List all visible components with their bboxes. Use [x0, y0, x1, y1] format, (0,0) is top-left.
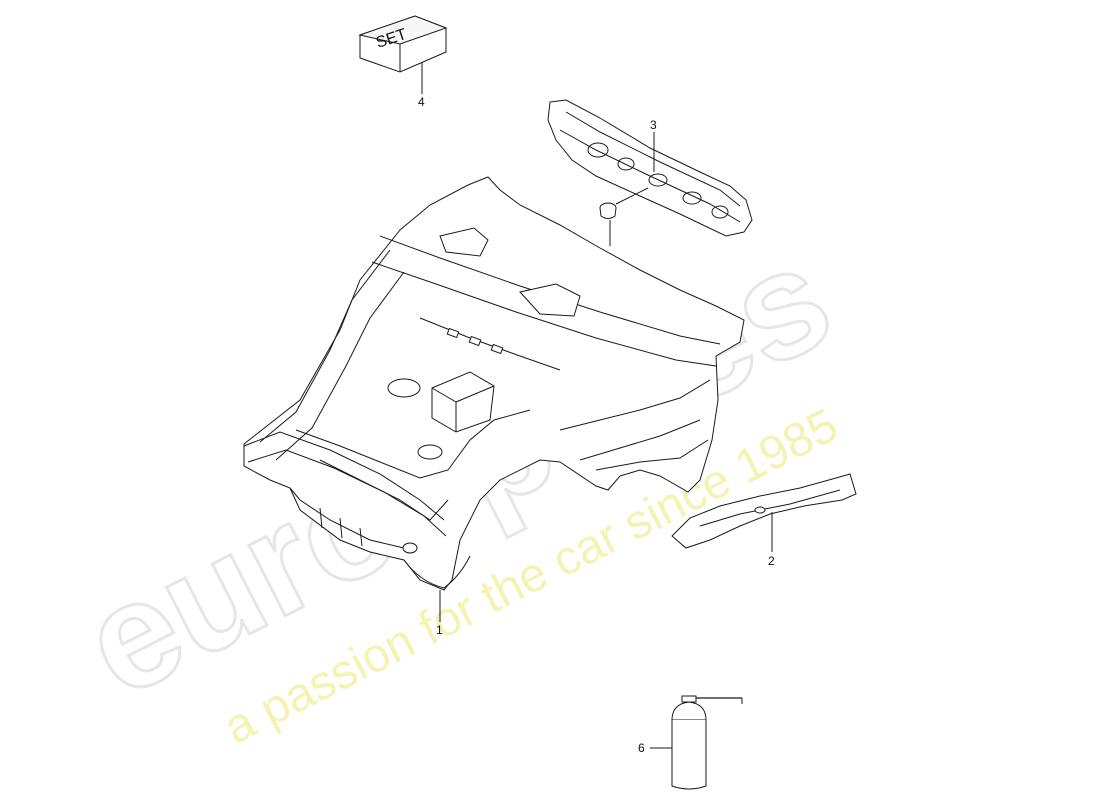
part-3-panel[interactable] — [547, 99, 753, 237]
callout-1[interactable]: 1 — [436, 623, 443, 637]
callout-2[interactable]: 2 — [768, 554, 775, 568]
callout-6[interactable]: 6 — [638, 741, 645, 755]
part-4-set-box[interactable]: SET — [358, 15, 448, 73]
callout-4[interactable]: 4 — [418, 95, 425, 109]
part-2-side-member[interactable] — [671, 473, 857, 549]
part-1-front-structure[interactable] — [243, 176, 745, 591]
part-5-grommet[interactable] — [599, 202, 617, 219]
leader-5b — [615, 187, 649, 205]
callout-3[interactable]: 3 — [650, 118, 657, 132]
part-6-spray-can[interactable] — [671, 695, 743, 790]
